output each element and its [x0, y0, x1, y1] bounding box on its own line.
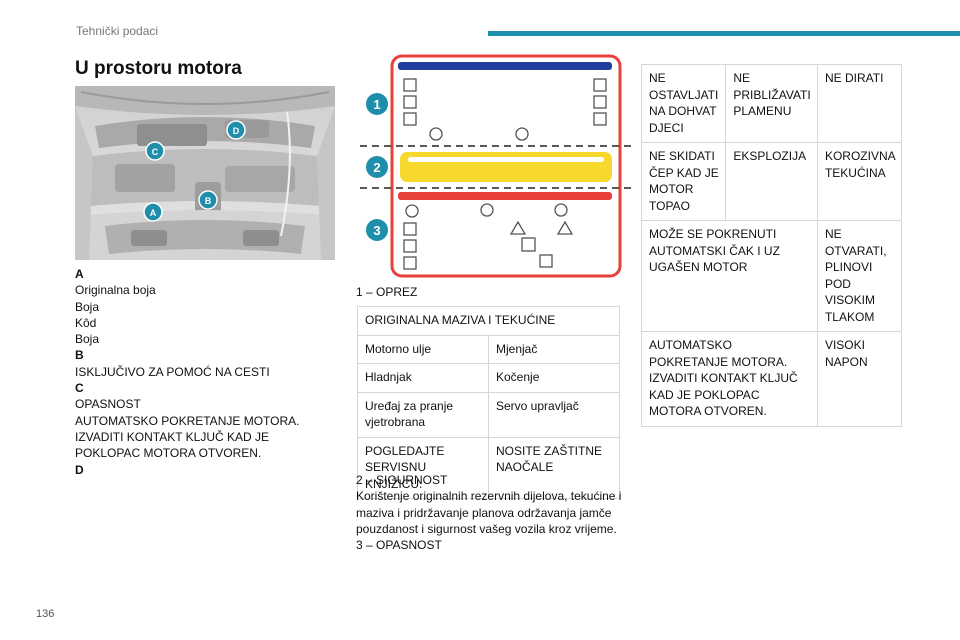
- label-blue-band: [398, 62, 612, 70]
- table-cell: NE PRIBLIŽAVATI PLAMENU: [725, 64, 818, 143]
- table-cell: NE DIRATI: [816, 64, 903, 143]
- table-row: Hladnjak Kočenje: [357, 363, 620, 393]
- number-marker-2: 2: [366, 156, 388, 178]
- marker-c-label: C: [152, 147, 159, 157]
- legend-c-line: AUTOMATSKO POKRETANJE MOTORA. IZVADITI K…: [75, 413, 300, 461]
- table-cell: Hladnjak: [357, 363, 489, 393]
- item-2-text: Korištenje originalnih rezervnih dijelov…: [356, 489, 622, 536]
- label-red-band: [398, 192, 612, 200]
- table-cell: MOŽE SE POKRENUTI AUTOMATSKI ČAK I UZ UG…: [641, 220, 818, 332]
- table-row: Motorno ulje Mjenjač: [357, 334, 620, 364]
- legend-c-line: OPASNOST: [75, 397, 141, 412]
- table-cell: Uređaj za pranje vjetrobrana: [357, 391, 489, 438]
- table-cell: NE SKIDATI ČEP KAD JE MOTOR TOPAO: [640, 142, 727, 221]
- section-3-icons: [403, 203, 574, 270]
- legend-letter-b: B: [75, 348, 84, 363]
- number-1: 1: [373, 97, 380, 112]
- page-title: U prostoru motora: [75, 58, 242, 79]
- marker-b: B: [198, 190, 218, 210]
- legend-letter-c: C: [75, 381, 84, 396]
- table-row: NE OSTAVLJATI NA DOHVAT DJECI NE PRIBLIŽ…: [640, 64, 903, 143]
- legend-a-line: Boja: [75, 332, 100, 347]
- section-label: Tehnički podaci: [76, 24, 159, 38]
- section-1-icons: [403, 78, 607, 141]
- marker-d-label: D: [233, 126, 240, 136]
- item-1-title: 1 – OPREZ: [356, 285, 418, 299]
- table-cell: Motorno ulje: [357, 334, 489, 364]
- legend-a-line: Originalna boja: [75, 283, 156, 298]
- table-row: MOŽE SE POKRENUTI AUTOMATSKI ČAK I UZ UG…: [641, 220, 903, 332]
- table-cell: VISOKI NAPON: [816, 331, 903, 427]
- legend-letter-a: A: [75, 267, 84, 281]
- fluids-table: ORIGINALNA MAZIVA I TEKUĆINE Motorno ulj…: [357, 306, 620, 499]
- number-3: 3: [373, 223, 380, 238]
- marker-c: C: [145, 141, 165, 161]
- warnings-table: NE OSTAVLJATI NA DOHVAT DJECI NE PRIBLIŽ…: [640, 64, 903, 427]
- photo-legend: A Originalna boja Boja Kôd Boja B ISKLJU…: [75, 266, 335, 478]
- table-row: NE SKIDATI ČEP KAD JE MOTOR TOPAO EKSPLO…: [640, 142, 903, 221]
- label-yellow-band: [400, 152, 612, 182]
- table-row: AUTOMATSKO POKRETANJE MOTORA. IZVADITI K…: [641, 331, 903, 427]
- legend-letter-d: D: [75, 462, 84, 477]
- item-3-title: 3 – OPASNOST: [356, 538, 442, 553]
- items-2-3-text: 2 – SIGURNOST Korištenje originalnih rez…: [356, 472, 624, 553]
- marker-d: D: [226, 120, 246, 140]
- table-row: POGLEDAJTE SERVISNU KNJIŽICU. NOSITE ZAŠ…: [357, 436, 620, 499]
- table-cell: EKSPLOZIJA: [725, 142, 818, 221]
- table-row: Uređaj za pranje vjetrobrana Servo uprav…: [357, 391, 620, 438]
- item-2-title: 2 – SIGURNOST: [356, 473, 448, 487]
- table-cell: NE OTVARATI, PLINOVI POD VISOKIM TLAKOM: [816, 220, 903, 332]
- engine-bay-photo: A B C D: [75, 86, 335, 260]
- table-row: ORIGINALNA MAZIVA I TEKUĆINE: [357, 306, 620, 336]
- table-cell: NOSITE ZAŠTITNE NAOČALE: [488, 436, 620, 499]
- table-cell: KOROZIVNA TEKUĆINA: [816, 142, 903, 221]
- table-cell: NE OSTAVLJATI NA DOHVAT DJECI: [640, 64, 727, 143]
- marker-b-label: B: [205, 196, 212, 206]
- table-cell: Mjenjač: [488, 334, 620, 364]
- number-marker-1: 1: [366, 93, 388, 115]
- legend-a-line: Boja: [75, 299, 100, 314]
- marker-a: A: [143, 202, 163, 222]
- warning-label-diagram: 1 2 3: [360, 52, 632, 280]
- legend-a-line: Kôd: [75, 315, 97, 330]
- fluids-table-header: ORIGINALNA MAZIVA I TEKUĆINE: [357, 306, 620, 336]
- table-cell: AUTOMATSKO POKRETANJE MOTORA. IZVADITI K…: [641, 331, 818, 427]
- header-accent-bar: [488, 31, 960, 36]
- table-cell: Servo upravljač: [488, 391, 620, 438]
- legend-b-line: ISKLJUČIVO ZA POMOĆ NA CESTI: [75, 364, 270, 379]
- page-number: 136: [36, 608, 55, 620]
- number-marker-3: 3: [366, 219, 388, 241]
- table-cell: Kočenje: [488, 363, 620, 393]
- table-cell: POGLEDAJTE SERVISNU KNJIŽICU.: [357, 436, 489, 499]
- marker-a-label: A: [150, 208, 157, 218]
- number-2: 2: [373, 160, 380, 175]
